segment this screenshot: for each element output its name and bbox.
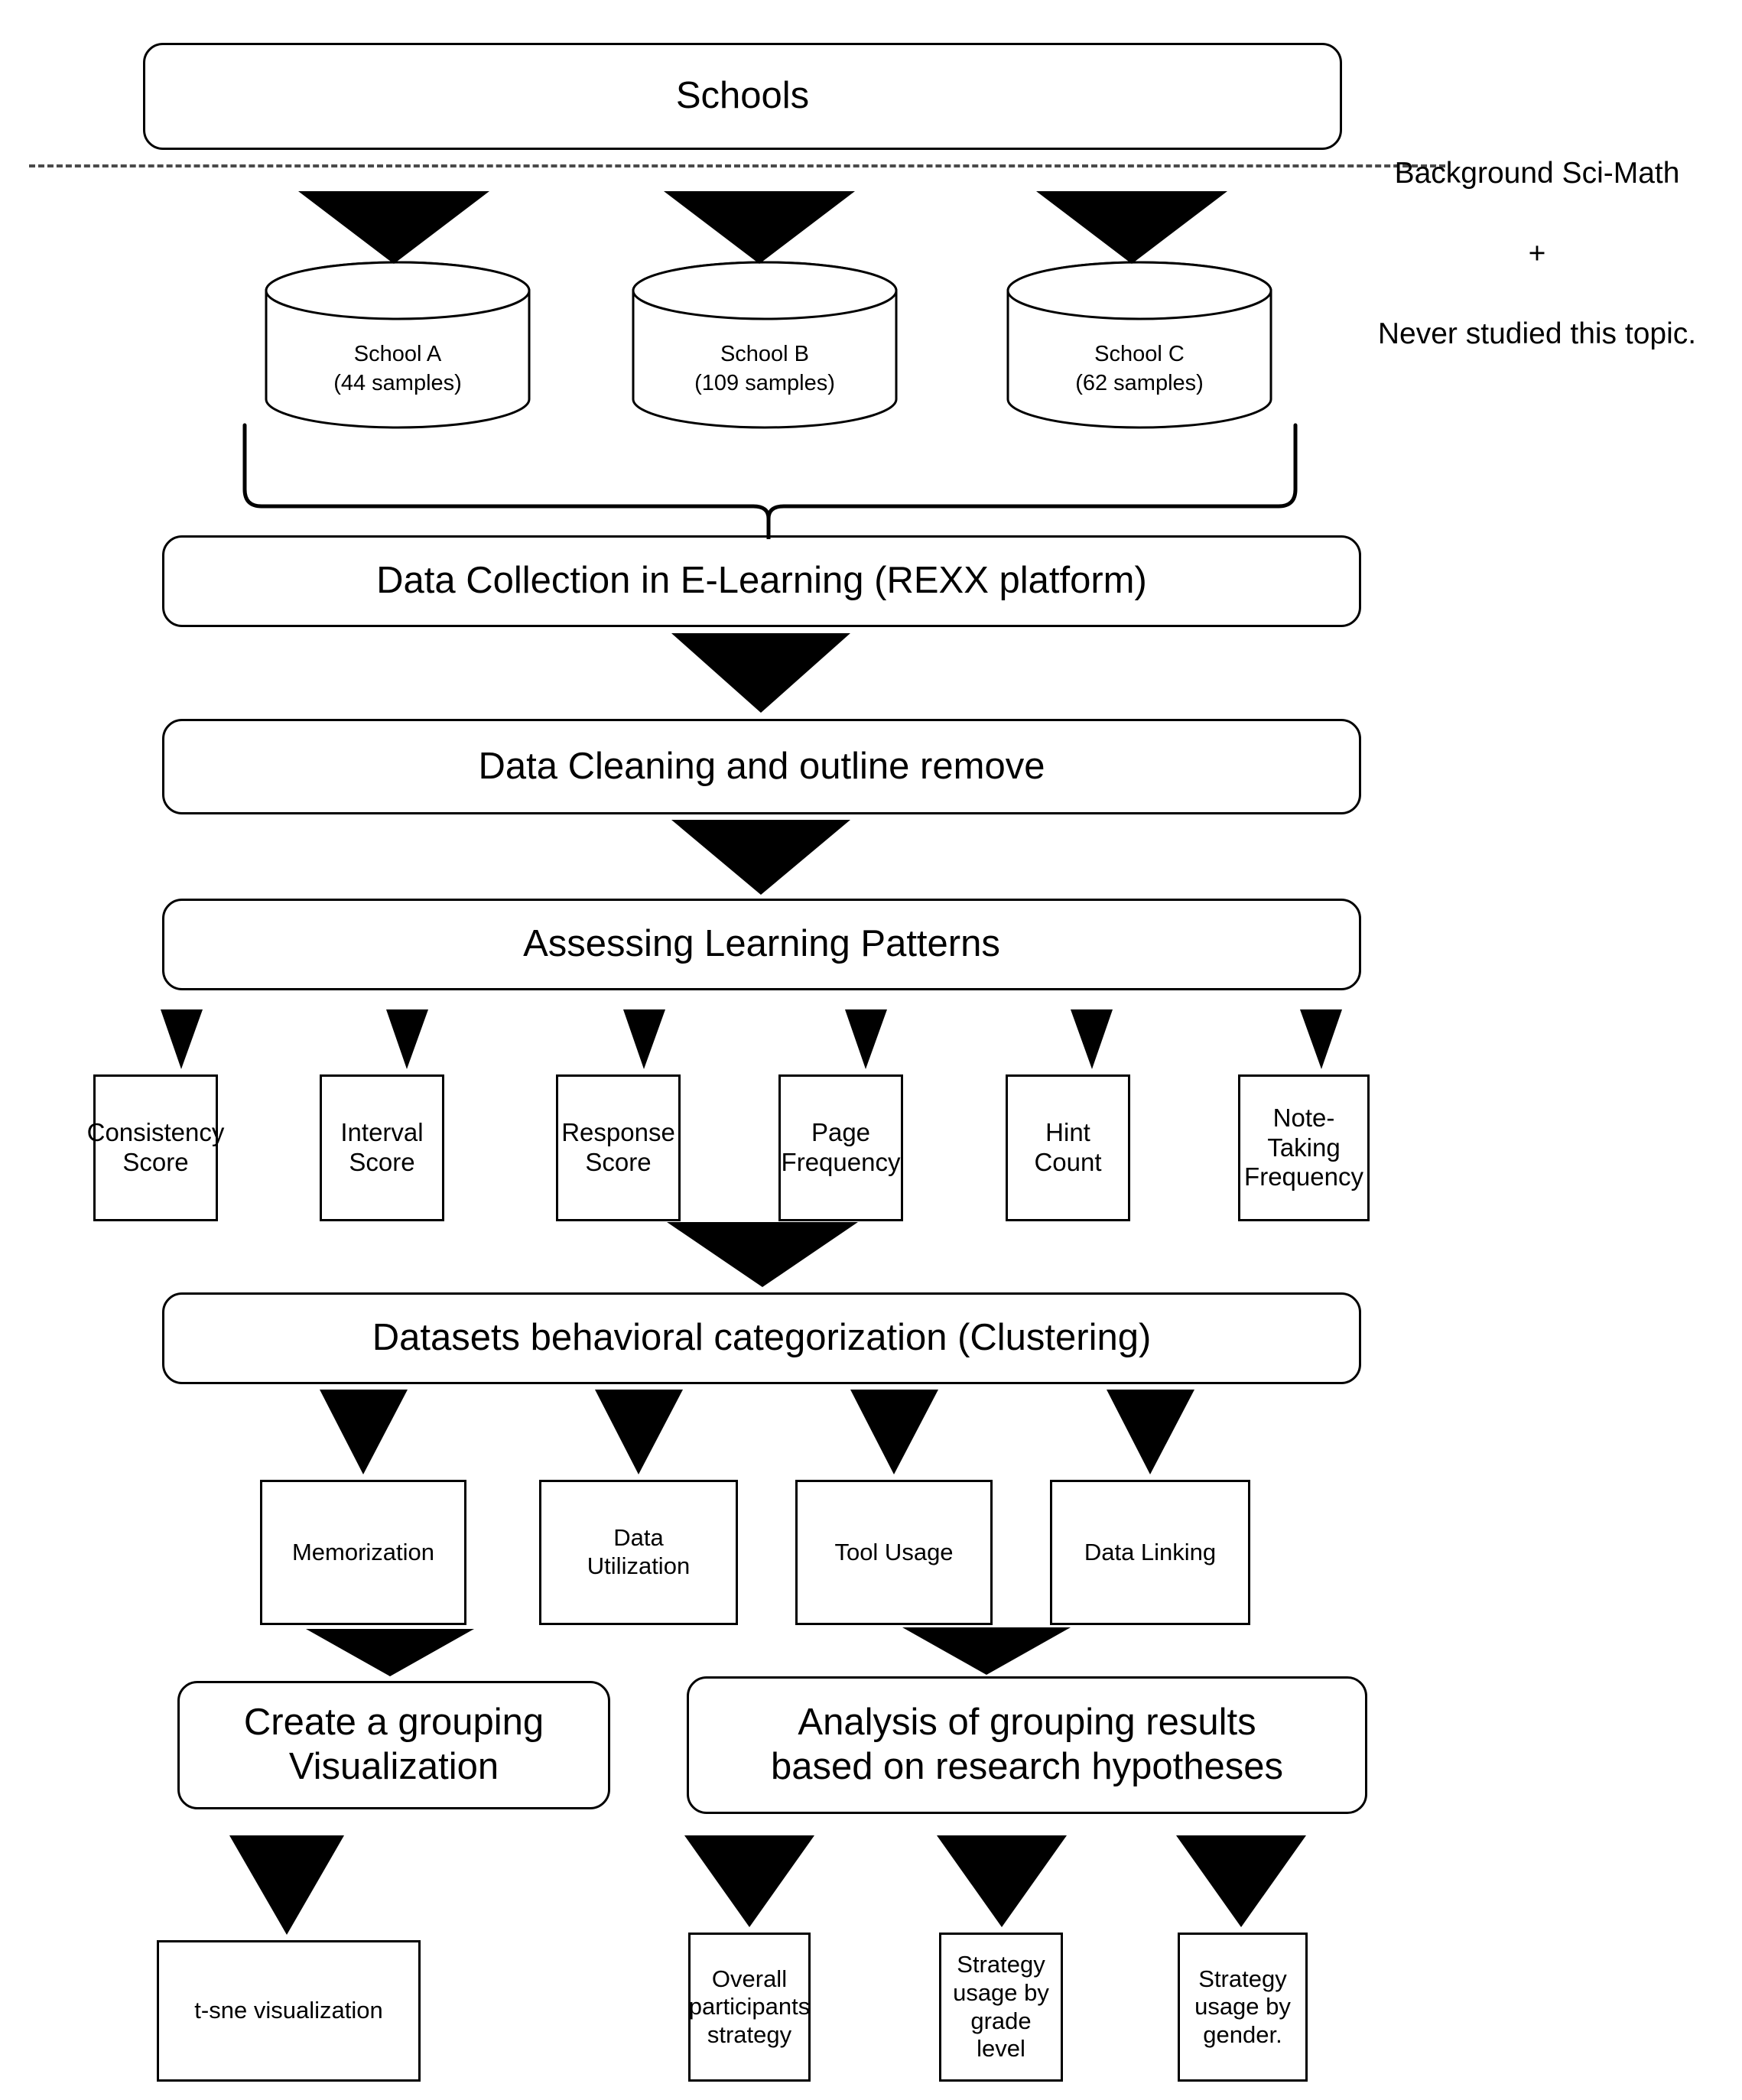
arrow-assessing-to-note-taking [1300,1009,1342,1069]
background-divider [29,164,1445,167]
node-metric-consistency-score-label: Consistency Score [86,1118,225,1176]
node-metric-page-frequency[interactable]: Page Frequency [778,1074,903,1221]
arrow-clustering-to-data-utilization [595,1390,683,1474]
datastore-school-b-text: School B (109 samples) [631,340,899,398]
arrow-collection-to-cleaning [671,633,850,713]
datastore-school-b[interactable]: School B (109 samples) [631,260,899,430]
datastore-school-a-samples: (44 samples) [333,370,462,395]
node-result-strategy-by-gender-label: Strategy usage by gender. [1194,1965,1291,2048]
node-category-data-utilization[interactable]: Data Utilization [539,1480,738,1625]
datastore-school-a[interactable]: School A (44 samples) [264,260,531,430]
arrow-assessing-to-interval-score [386,1009,428,1069]
node-result-overall-participants-strategy-label: Overall participants strategy [688,1965,811,2048]
datastore-school-a-text: School A (44 samples) [264,340,531,398]
node-metric-interval-score-label: Interval Score [340,1118,424,1176]
node-data-collection[interactable]: Data Collection in E-Learning (REXX plat… [162,535,1361,627]
node-schools[interactable]: Schools [143,43,1342,150]
node-metric-response-score[interactable]: Response Score [556,1074,681,1221]
arrow-clustering-to-data-linking [1107,1390,1194,1474]
node-metric-note-taking-frequency-label: Note-Taking Frequency [1244,1103,1363,1191]
node-metric-hint-count-label: Hint Count [1034,1118,1102,1176]
arrow-clustering-to-tool-usage [850,1390,938,1474]
node-output-grouping-visualization[interactable]: Create a grouping Visualization [177,1681,610,1809]
node-category-tool-usage-label: Tool Usage [834,1538,954,1565]
node-category-data-linking[interactable]: Data Linking [1050,1480,1250,1625]
node-category-tool-usage[interactable]: Tool Usage [795,1480,993,1625]
node-assessing-patterns-label: Assessing Learning Patterns [523,923,1000,965]
arrow-assessing-to-response-score [623,1009,665,1069]
node-output-analysis-hypotheses-label: Analysis of grouping results based on re… [770,1702,1284,1787]
datastore-school-b-samples: (109 samples) [694,370,835,395]
node-data-collection-label: Data Collection in E-Learning (REXX plat… [376,560,1147,602]
datastore-school-c-samples: (62 samples) [1075,370,1204,395]
background-annotation-line3: Never studied this topic. [1377,317,1697,351]
datastore-school-c-name: School C [1094,342,1185,366]
node-category-data-linking-label: Data Linking [1084,1538,1217,1565]
arrow-schools-to-school-c [1036,191,1227,264]
node-data-cleaning-label: Data Cleaning and outline remove [478,745,1045,787]
node-schools-label: Schools [675,75,810,117]
background-annotation-line1: Background Sci-Math [1394,156,1680,190]
arrow-cleaning-to-assessing [671,820,850,895]
datastore-school-b-name: School B [720,342,810,366]
background-annotation: Background Sci-Math + Never studied this… [1346,113,1728,395]
arrow-visualization-to-tsne [229,1835,344,1935]
datastore-school-c[interactable]: School C (62 samples) [1006,260,1273,430]
node-category-data-utilization-label: Data Utilization [587,1524,691,1579]
arrow-toolusage-to-analysis [902,1627,1071,1675]
node-category-memorization-label: Memorization [291,1538,435,1565]
datastore-school-a-name: School A [353,342,442,366]
node-metric-hint-count[interactable]: Hint Count [1006,1074,1130,1221]
node-output-analysis-hypotheses[interactable]: Analysis of grouping results based on re… [687,1676,1367,1814]
arrow-analysis-to-grade-level [937,1835,1067,1927]
node-metric-note-taking-frequency[interactable]: Note-Taking Frequency [1238,1074,1370,1221]
node-data-cleaning[interactable]: Data Cleaning and outline remove [162,719,1361,814]
node-output-grouping-visualization-label: Create a grouping Visualization [243,1702,544,1787]
arrow-analysis-to-overall-participants [684,1835,814,1927]
node-result-strategy-by-grade-level-label: Strategy usage by grade level [953,1951,1049,2063]
arrow-assessing-to-hint-count [1071,1009,1113,1069]
arrow-schools-to-school-b [664,191,855,264]
arrow-clustering-to-memorization [320,1390,408,1474]
node-metric-page-frequency-label: Page Frequency [781,1118,901,1176]
arrow-metrics-to-clustering [667,1222,858,1287]
node-clustering-label: Datasets behavioral categorization (Clus… [372,1317,1152,1359]
node-metric-consistency-score[interactable]: Consistency Score [87,1074,224,1221]
arrow-schools-to-school-a [298,191,489,264]
node-result-strategy-by-gender[interactable]: Strategy usage by gender. [1178,1933,1308,2082]
node-clustering[interactable]: Datasets behavioral categorization (Clus… [162,1292,1361,1384]
background-annotation-plus: + [1528,236,1546,270]
brace-cylinders-to-collection [242,423,1298,519]
node-result-tsne-visualization-label: t-sne visualization [194,1997,383,2024]
node-result-tsne-visualization[interactable]: t-sne visualization [157,1940,421,2082]
node-result-overall-participants-strategy[interactable]: Overall participants strategy [688,1933,811,2082]
node-category-memorization[interactable]: Memorization [260,1480,466,1625]
arrow-assessing-to-consistency-score [161,1009,203,1069]
node-result-strategy-by-grade-level[interactable]: Strategy usage by grade level [939,1933,1063,2082]
arrow-memorization-to-grouping-visualization [306,1629,474,1676]
cylinder-shape-icon [632,261,898,429]
node-metric-response-score-label: Response Score [561,1118,675,1176]
cylinder-shape-icon [1006,261,1272,429]
arrow-assessing-to-page-frequency [845,1009,887,1069]
node-metric-interval-score[interactable]: Interval Score [320,1074,444,1221]
datastore-school-c-text: School C (62 samples) [1006,340,1273,398]
arrow-analysis-to-gender [1176,1835,1306,1927]
node-assessing-patterns[interactable]: Assessing Learning Patterns [162,899,1361,990]
